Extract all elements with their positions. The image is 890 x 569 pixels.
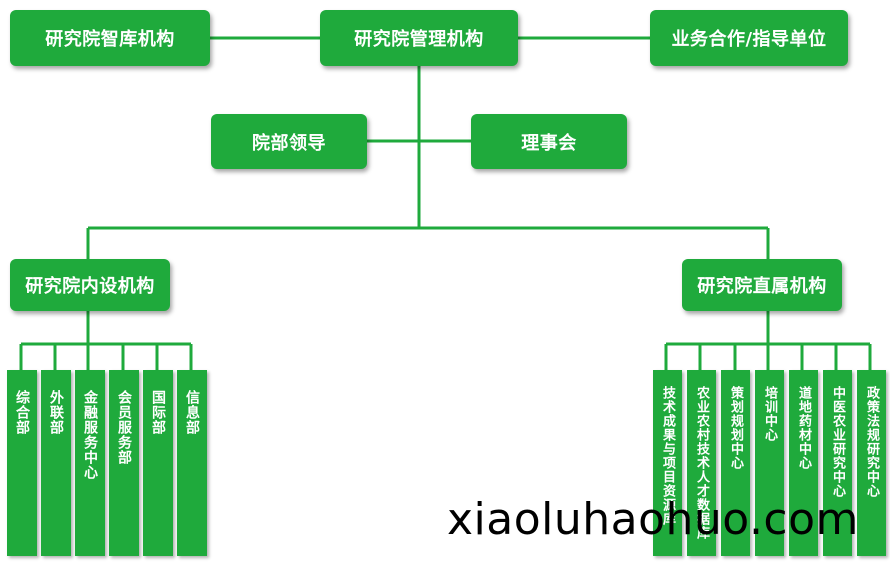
unit-box: 技术成果与项目资源库: [653, 370, 682, 556]
dept-box: 国际部: [143, 370, 173, 556]
dept-box: 综合部: [7, 370, 37, 556]
unit-label: 培训中心: [762, 386, 777, 442]
dept-label: 会员服务部: [116, 390, 132, 465]
unit-box: 中医农业研究中心: [823, 370, 852, 556]
unit-box: 农业农村技术人才数据库: [687, 370, 716, 556]
unit-label: 农业农村技术人才数据库: [694, 386, 709, 540]
unit-label: 策划规划中心: [728, 386, 743, 470]
unit-box: 政策法规研究中心: [857, 370, 886, 556]
dept-label: 外联部: [48, 390, 64, 435]
unit-label: 政策法规研究中心: [864, 386, 879, 498]
node-internal: 研究院内设机构: [10, 259, 170, 311]
unit-label: 道地药材中心: [796, 386, 811, 470]
node-management: 研究院管理机构: [320, 10, 518, 66]
dept-label: 综合部: [14, 390, 30, 435]
unit-label: 技术成果与项目资源库: [660, 386, 675, 526]
node-affiliated: 研究院直属机构: [682, 259, 842, 311]
dept-label: 金融服务中心: [82, 390, 98, 480]
watermark: xiaoluhaohuo.com: [447, 494, 859, 545]
unit-box: 培训中心: [755, 370, 784, 556]
dept-box: 外联部: [41, 370, 71, 556]
dept-label: 国际部: [150, 390, 166, 435]
dept-label: 信息部: [184, 390, 200, 435]
dept-box: 会员服务部: [109, 370, 139, 556]
node-leadership: 院部领导: [211, 114, 367, 169]
node-partners: 业务合作/指导单位: [650, 10, 848, 66]
unit-box: 道地药材中心: [789, 370, 818, 556]
unit-box: 策划规划中心: [721, 370, 750, 556]
node-think-tank: 研究院智库机构: [10, 10, 210, 66]
dept-box: 金融服务中心: [75, 370, 105, 556]
unit-label: 中医农业研究中心: [830, 386, 845, 498]
dept-box: 信息部: [177, 370, 207, 556]
node-council: 理事会: [471, 114, 627, 169]
